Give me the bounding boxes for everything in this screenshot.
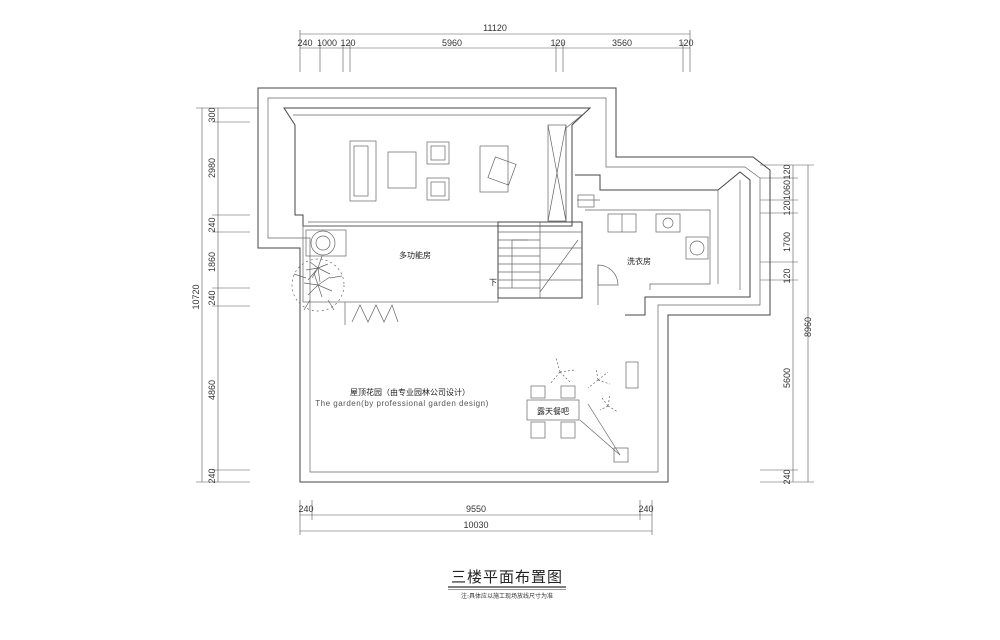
top-dim-2: 1000 — [317, 38, 337, 48]
top-dimension-chain: 11120 240 1000 120 5960 120 3560 120 — [297, 23, 694, 72]
stair-down-label: 下 — [489, 278, 497, 287]
left-dim-2: 2980 — [207, 158, 217, 178]
left-dim-7: 240 — [207, 468, 217, 483]
bottom-dim-2: 9550 — [466, 504, 486, 514]
garden-edge-features — [613, 361, 639, 463]
laundry-room-label: 洗衣房 — [627, 256, 651, 266]
multi-function-room-label: 多功能房 — [399, 250, 431, 260]
open-air-dining-label: 露天餐吧 — [537, 407, 569, 416]
right-dimension-chain: 8960 120 1060 120 1700 120 5600 240 — [760, 164, 814, 485]
left-dim-4: 1860 — [207, 252, 217, 272]
top-dim-3: 120 — [340, 38, 355, 48]
left-total-dim: 10720 — [191, 284, 201, 309]
drawing-title: 三楼平面布置图 — [451, 568, 563, 586]
roof-garden-english-label: The garden(by professional garden design… — [315, 399, 488, 408]
right-dim-7: 240 — [782, 469, 792, 484]
outdoor-dining-set — [526, 357, 621, 456]
left-dim-5: 240 — [207, 290, 217, 305]
right-dim-2: 1060 — [782, 180, 792, 200]
bottom-dim-1: 240 — [298, 504, 313, 514]
right-dim-6: 5600 — [782, 368, 792, 388]
top-dim-4: 5960 — [442, 38, 462, 48]
right-dim-5: 120 — [782, 268, 792, 283]
left-dim-1: 300 — [207, 107, 217, 122]
stair: 下 — [489, 221, 583, 299]
left-dim-6: 4860 — [207, 380, 217, 400]
right-dim-4: 1700 — [782, 232, 792, 252]
right-dim-1: 120 — [782, 164, 792, 179]
top-dim-6: 3560 — [612, 38, 632, 48]
roof-garden-label: 屋顶花园（由专业园林公司设计） — [350, 387, 470, 397]
top-dim-5: 120 — [550, 38, 565, 48]
bottom-total-dim: 10030 — [463, 520, 488, 530]
building-walls — [257, 87, 771, 483]
title-block: 三楼平面布置图 注:具体应以施工现场放线尺寸为准 — [448, 568, 566, 600]
plant-symbols — [291, 229, 347, 312]
top-dim-1: 240 — [297, 38, 312, 48]
left-dimension-chain: 10720 300 2980 240 1860 240 4860 240 — [191, 107, 258, 484]
lounge-furniture — [349, 124, 567, 222]
drawing-note: 注:具体应以施工现场放线尺寸为准 — [461, 592, 553, 600]
bottom-dim-3: 240 — [638, 504, 653, 514]
top-dim-7: 120 — [678, 38, 693, 48]
left-dim-3: 240 — [207, 217, 217, 232]
top-total-dim: 11120 — [483, 23, 507, 33]
sliding-door-symbol — [344, 302, 399, 325]
right-dim-3: 120 — [782, 200, 792, 215]
laundry-fixtures — [577, 194, 709, 305]
bottom-dimension-chain: 240 9550 240 10030 — [298, 500, 654, 535]
right-total-dim: 8960 — [803, 317, 813, 337]
